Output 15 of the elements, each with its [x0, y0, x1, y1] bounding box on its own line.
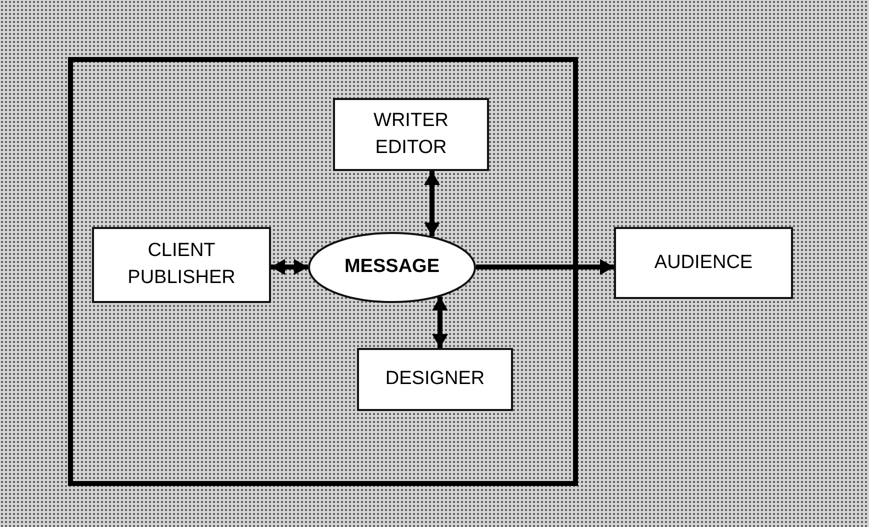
process-box [614, 227, 793, 299]
process-box [357, 348, 513, 411]
node-label: DESIGNER [385, 367, 485, 392]
arrow [476, 259, 614, 275]
node-label: WRITER EDITOR [372, 108, 450, 160]
arrow [271, 259, 308, 275]
process-box [333, 98, 489, 171]
process-box [92, 227, 271, 303]
message-ellipse [308, 232, 476, 303]
node-label: MESSAGE [344, 255, 440, 280]
node-label: CLIENT PUBLISHER [126, 239, 236, 290]
arrow [424, 171, 440, 236]
frame-box [68, 57, 578, 486]
arrow [432, 296, 448, 348]
node-label: AUDIENCE [654, 250, 753, 275]
